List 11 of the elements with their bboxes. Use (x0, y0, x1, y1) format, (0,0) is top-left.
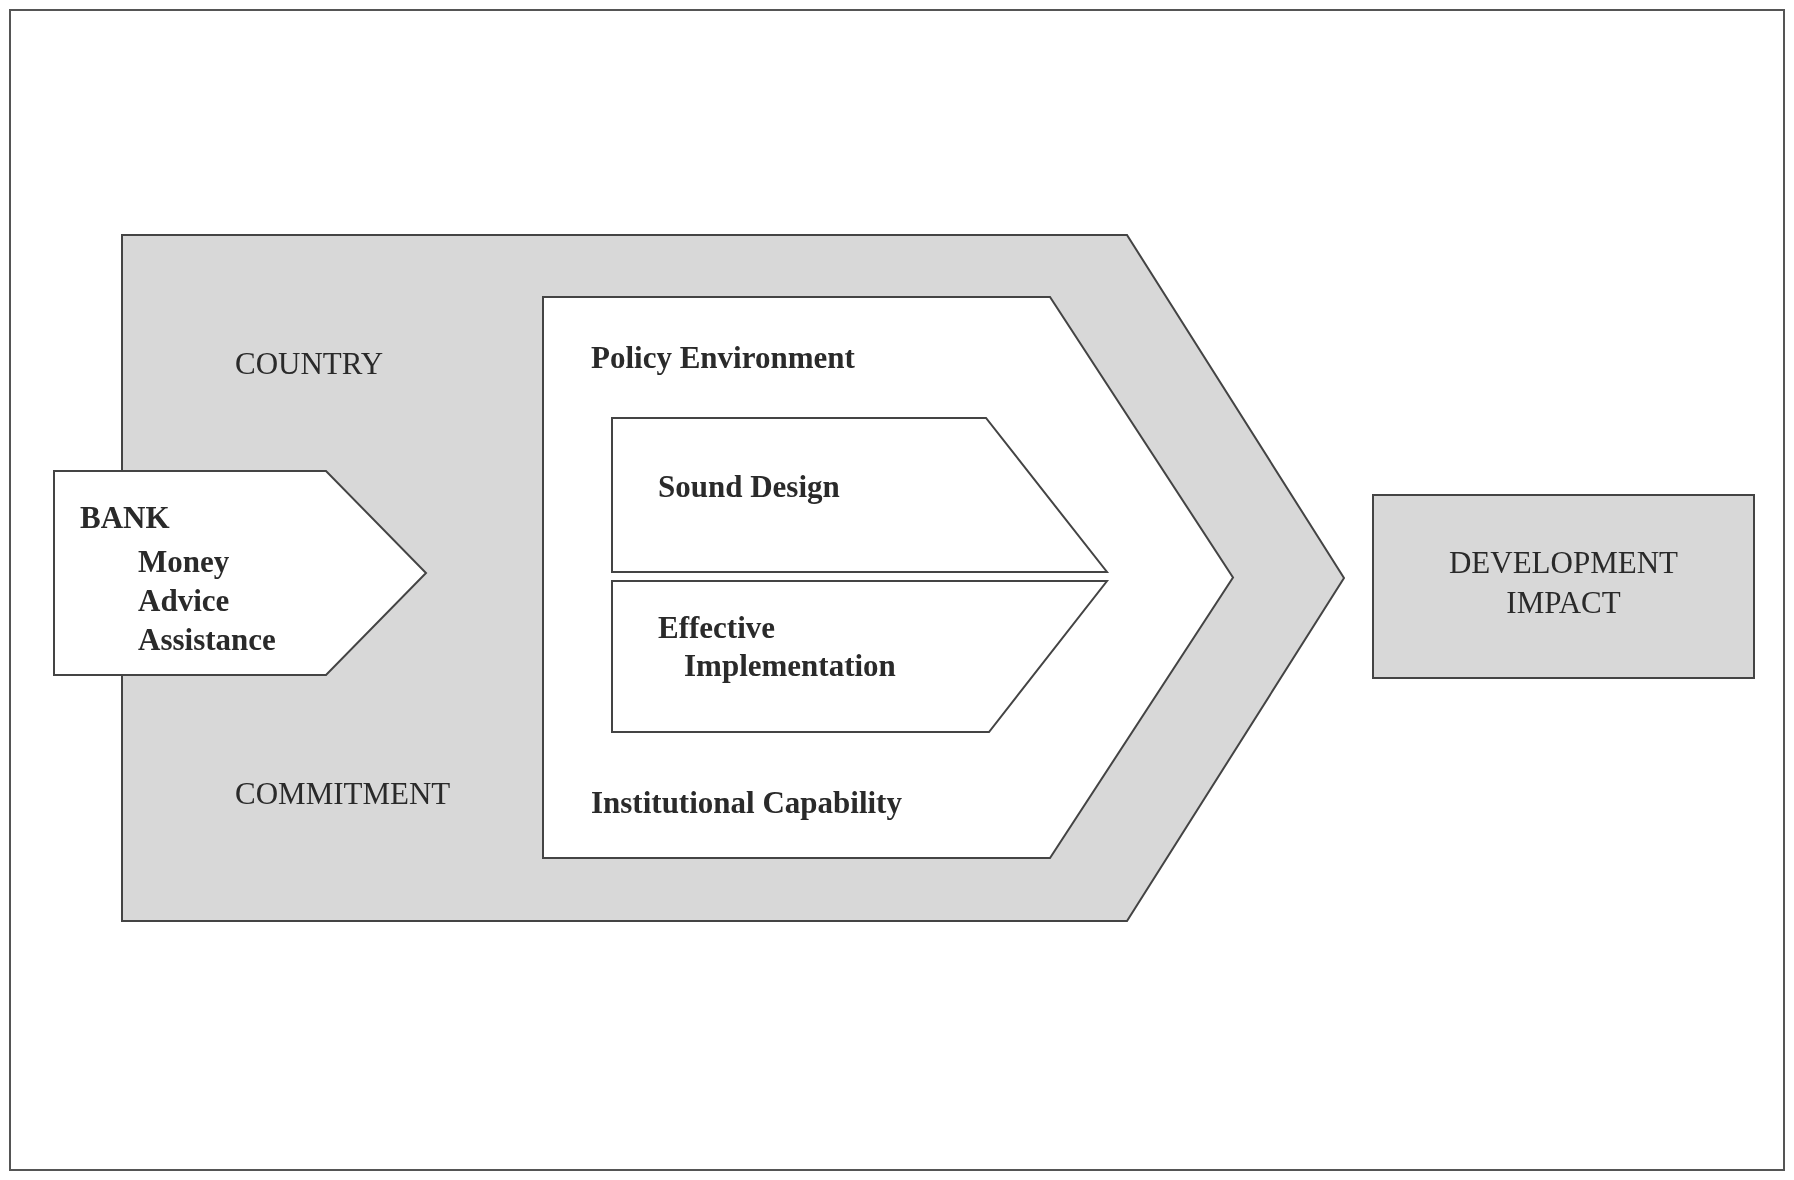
list-item: Advice (138, 582, 230, 620)
list-item: Assistance (138, 621, 276, 659)
label-text: Institutional Capability (591, 784, 902, 822)
label-text: Effective Implementation (658, 609, 897, 685)
label-text: Sound Design (658, 468, 840, 506)
label-text: COUNTRY (235, 345, 384, 383)
label-text: BANK (80, 499, 170, 537)
label-text: Policy Environment (591, 339, 855, 377)
list-item: Money (138, 543, 230, 581)
label-text: DEVELOPMENT IMPACT (1447, 544, 1679, 622)
label-text: COMMITMENT (235, 775, 451, 813)
